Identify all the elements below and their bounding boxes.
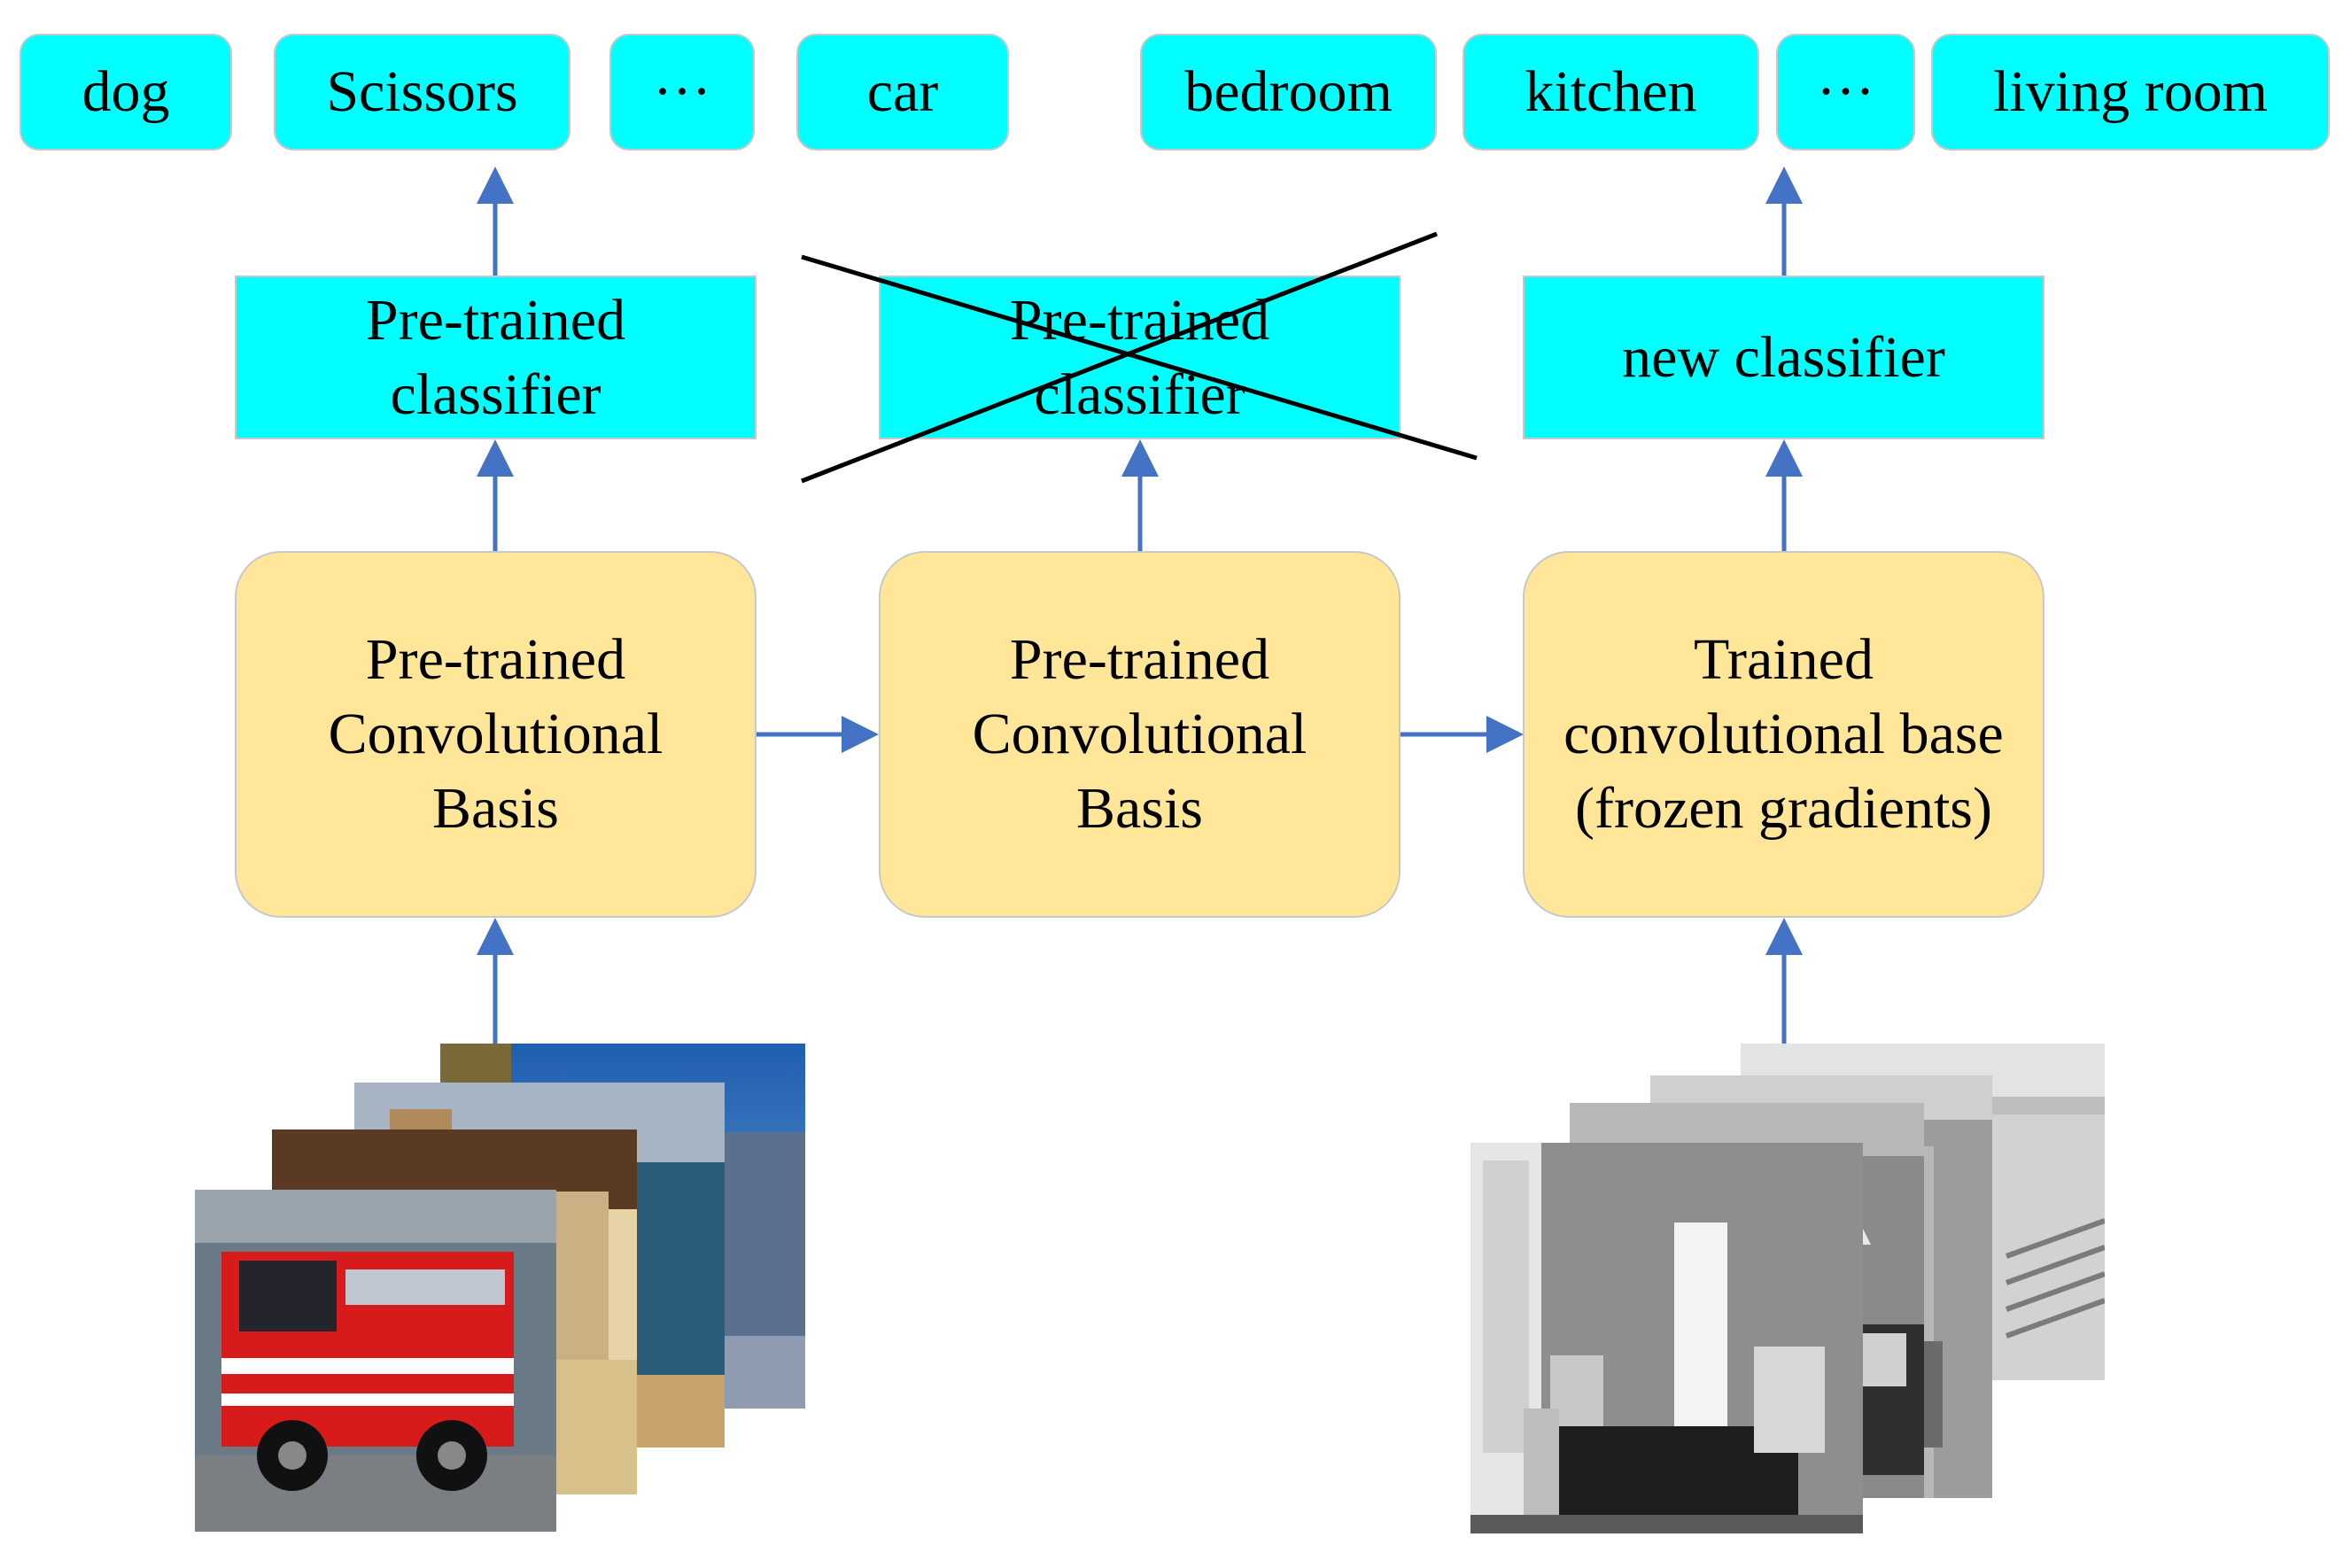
trained-conv-base-frozen: Trained convolutional base (frozen gradi…: [1523, 551, 2045, 918]
label-ellipsis-source: ···: [609, 34, 755, 151]
label-scissors: Scissors: [274, 34, 570, 151]
label-bedroom: bedroom: [1140, 34, 1437, 151]
base-left-line-2: Convolutional: [328, 702, 663, 766]
base-right-line-3: (frozen gradients): [1575, 776, 1992, 841]
target-image-bedroom-1: [1470, 1143, 1863, 1533]
classifier-middle-line-2: classifier: [1034, 361, 1245, 427]
base-left-line-1: Pre-trained: [365, 627, 626, 692]
label-car: car: [796, 34, 1009, 151]
new-classifier: new classifier: [1523, 276, 2045, 439]
pretrained-conv-base-left: Pre-trained Convolutional Basis: [235, 551, 757, 918]
label-dog: dog: [19, 34, 232, 151]
source-image-fire-truck: [195, 1190, 556, 1532]
classifier-left-line-1: Pre-trained: [365, 287, 626, 353]
base-middle-line-1: Pre-trained: [1009, 627, 1270, 692]
label-kitchen: kitchen: [1463, 34, 1759, 151]
base-middle-line-3: Basis: [1075, 776, 1203, 841]
base-right-line-1: Trained: [1694, 627, 1874, 692]
label-ellipsis-target: ···: [1776, 34, 1915, 151]
base-middle-line-2: Convolutional: [972, 702, 1307, 766]
base-left-line-3: Basis: [431, 776, 559, 841]
classifier-right-line-1: new classifier: [1622, 324, 1945, 390]
classifier-middle-line-1: Pre-trained: [1009, 287, 1270, 353]
pretrained-classifier-left: Pre-trained classifier: [235, 276, 757, 439]
pretrained-conv-base-middle: Pre-trained Convolutional Basis: [879, 551, 1401, 918]
label-living-room: living room: [1931, 34, 2330, 151]
classifier-left-line-2: classifier: [390, 361, 601, 427]
base-right-line-2: convolutional base: [1563, 702, 2004, 766]
pretrained-classifier-middle: Pre-trained classifier: [879, 276, 1401, 439]
